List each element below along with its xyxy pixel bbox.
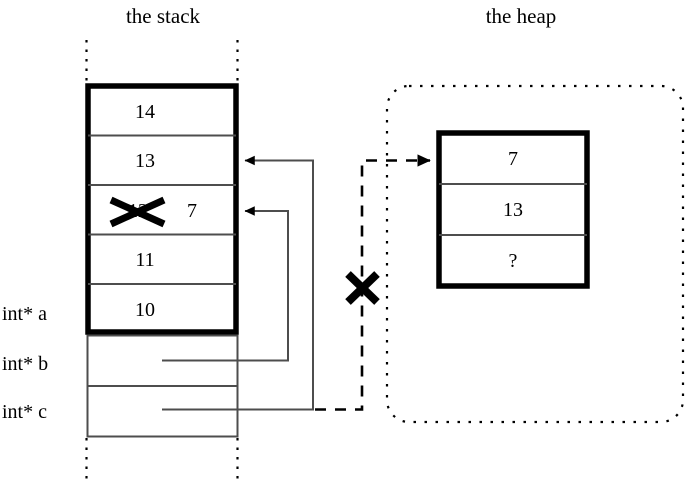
stack-cell-value-10: 10 — [135, 299, 155, 321]
variable-label-b: int* b — [2, 353, 49, 375]
stack-cell-value-12-struck: 12 — [128, 200, 148, 222]
stack-cell-value-14: 14 — [135, 101, 155, 123]
stack-frame-border — [85, 83, 239, 335]
stack-cell-value-11: 11 — [135, 249, 155, 271]
stack-cell-value-12-new: 7 — [187, 200, 197, 222]
heap-region-outline — [385, 84, 685, 424]
stack-pointer-cells — [86, 334, 239, 438]
heap-cell-value-0: 7 — [508, 148, 518, 170]
pointer-line-c — [162, 155, 314, 411]
x-strikethrough-mark — [109, 196, 166, 228]
stack-title: the stack — [125, 4, 201, 28]
x-cross-mark — [345, 271, 380, 305]
variable-label-c: int* c — [2, 401, 47, 423]
dashed-arrow-to-heap — [315, 154, 431, 411]
stack-cell-value-13: 13 — [135, 150, 155, 172]
variable-label-a: int* a — [2, 303, 47, 325]
heap-block-box — [436, 130, 590, 289]
heap-cell-value-1: 13 — [503, 199, 523, 221]
heap-title: the heap — [485, 4, 557, 28]
heap-block-border — [436, 130, 590, 289]
stack-frame-box — [85, 83, 239, 335]
stack-continuation-lines — [85, 40, 239, 484]
pointer-line-b — [162, 206, 289, 362]
heap-cell-value-2: ? — [508, 250, 518, 272]
